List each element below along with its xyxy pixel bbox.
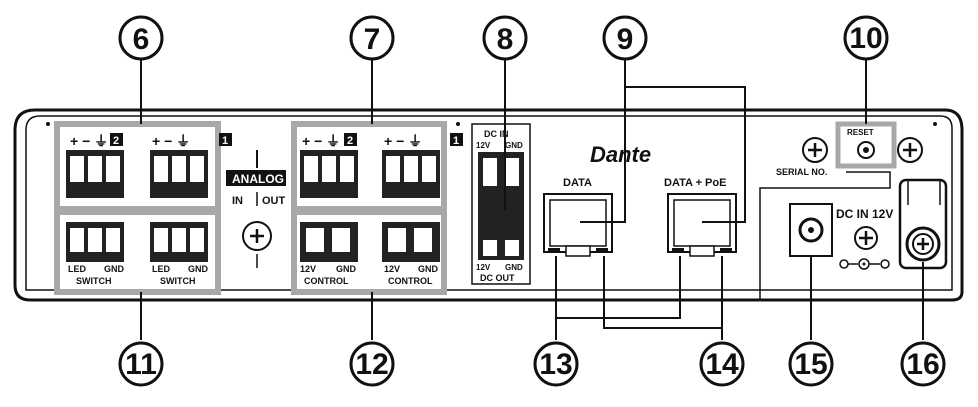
gnd-label: GND: [505, 263, 523, 272]
gnd-label: GND: [104, 264, 125, 274]
svg-text:8: 8: [497, 23, 514, 56]
switch-terminal-block: [150, 222, 208, 262]
svg-text:9: 9: [617, 23, 634, 56]
leader-lines: [140, 60, 924, 340]
gnd-label: GND: [505, 141, 523, 150]
control-terminal-block: [382, 222, 440, 262]
callout-7: 7: [349, 15, 395, 61]
polarity-symbol-icon: [839, 258, 890, 270]
12v-label: 12V: [384, 264, 400, 274]
data-ethernet-port[interactable]: [543, 193, 613, 257]
data-poe-ethernet-port[interactable]: [667, 193, 737, 257]
12v-label: 12V: [476, 263, 491, 272]
channel-2-badge: 2: [347, 135, 353, 147]
svg-text:10: 10: [849, 22, 882, 55]
gnd-label: GND: [418, 264, 439, 274]
led-label: LED: [68, 264, 87, 274]
svg-text:14: 14: [705, 348, 739, 381]
reset-label: RESET: [847, 128, 874, 137]
svg-text:11: 11: [125, 348, 157, 381]
analog-badge: [226, 170, 286, 186]
polarity-label: + − ⏚: [302, 133, 340, 149]
svg-text:13: 13: [539, 348, 572, 381]
control-terminal-group: [291, 121, 447, 295]
callout-9: 9: [602, 15, 648, 61]
callout-15: 15: [788, 341, 834, 387]
svg-text:7: 7: [364, 23, 381, 56]
svg-text:16: 16: [906, 348, 939, 381]
callout-12: 12: [349, 341, 395, 387]
chassis-inner: [25, 115, 953, 291]
gnd-label: GND: [336, 264, 357, 274]
dc-in-label: DC IN: [484, 129, 509, 139]
12v-label: 12V: [300, 264, 316, 274]
out-label: OUT: [262, 195, 286, 207]
callout-10: 10: [843, 15, 889, 61]
dc-in-12v-label: DC IN 12V: [836, 207, 893, 221]
control-label: CONTROL: [388, 276, 433, 286]
switch-label: SWITCH: [160, 276, 196, 286]
speaker-terminal-block: [66, 150, 124, 198]
data-poe-port-label: DATA + PoE: [664, 177, 726, 189]
speaker-terminal-block: [300, 150, 358, 198]
svg-text:12: 12: [355, 348, 388, 381]
dc-section-frame: [471, 123, 531, 285]
switch-label: SWITCH: [76, 276, 112, 286]
data-port-label: DATA: [563, 177, 592, 189]
speaker-terminal-block: [382, 150, 440, 198]
analog-label: ANALOG: [232, 172, 284, 186]
cable-clamp: [898, 178, 948, 270]
channel-1-badge: 1: [222, 135, 228, 147]
control-label: CONTROL: [304, 276, 349, 286]
switch-terminal-group: [54, 121, 221, 295]
callout-16: 16: [900, 341, 946, 387]
callout-8: 8: [482, 15, 528, 61]
in-label: IN: [232, 195, 243, 207]
serial-no-label: SERIAL NO.: [776, 167, 827, 177]
speaker-terminal-block: [150, 150, 208, 198]
control-terminal-block: [300, 222, 358, 262]
12v-label: 12V: [476, 141, 491, 150]
svg-text:6: 6: [133, 23, 150, 56]
svg-text:15: 15: [794, 348, 827, 381]
callout-14: 14: [699, 341, 745, 387]
callout-11: 11: [118, 341, 164, 387]
gnd-label: GND: [188, 264, 209, 274]
callout-6: 6: [118, 15, 164, 61]
dc-out-label: DC OUT: [480, 273, 515, 283]
channel-1-badge: 1: [453, 135, 459, 147]
callout-13: 13: [533, 341, 579, 387]
switch-terminal-block: [66, 222, 124, 262]
dante-logo: Dante: [590, 142, 651, 167]
polarity-label: + − ⏚: [152, 133, 190, 149]
channel-2-badge: 2: [113, 135, 119, 147]
polarity-label: + − ⏚: [384, 133, 422, 149]
polarity-label: + − ⏚: [70, 133, 108, 149]
led-label: LED: [152, 264, 171, 274]
